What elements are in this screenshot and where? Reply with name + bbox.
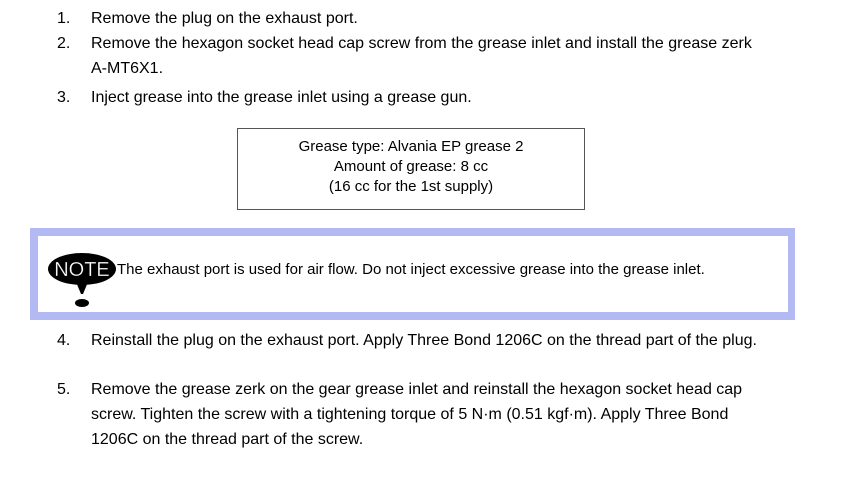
step-number: 4. bbox=[57, 332, 71, 349]
step-number: 2. bbox=[57, 35, 71, 52]
step-text: Inject grease into the grease inlet usin… bbox=[91, 89, 472, 106]
step-text: Reinstall the plug on the exhaust port. … bbox=[91, 332, 757, 349]
grease-amount: Amount of grease: 8 cc bbox=[333, 158, 489, 175]
step-text: Remove the grease zerk on the gear greas… bbox=[91, 381, 743, 448]
grease-first-supply: (16 cc for the 1st supply) bbox=[328, 178, 494, 195]
grease-type: Grease type: Alvania EP grease 2 bbox=[298, 138, 524, 155]
step-text: Remove the plug on the exhaust port. bbox=[91, 10, 358, 27]
step-text: Remove the hexagon socket head cap screw… bbox=[91, 35, 752, 77]
note-box: NOTE The exhaust port is used for air fl… bbox=[30, 228, 795, 320]
grease-spec-box: Grease type: Alvania EP grease 2 Amount … bbox=[237, 128, 585, 210]
note-text: The exhaust port is used for air flow. D… bbox=[117, 261, 705, 278]
step-number: 5. bbox=[57, 381, 71, 398]
note-icon: NOTE bbox=[48, 253, 116, 307]
step-number: 1. bbox=[57, 10, 71, 27]
note-icon-label: NOTE bbox=[54, 259, 110, 281]
step-number: 3. bbox=[57, 89, 71, 106]
